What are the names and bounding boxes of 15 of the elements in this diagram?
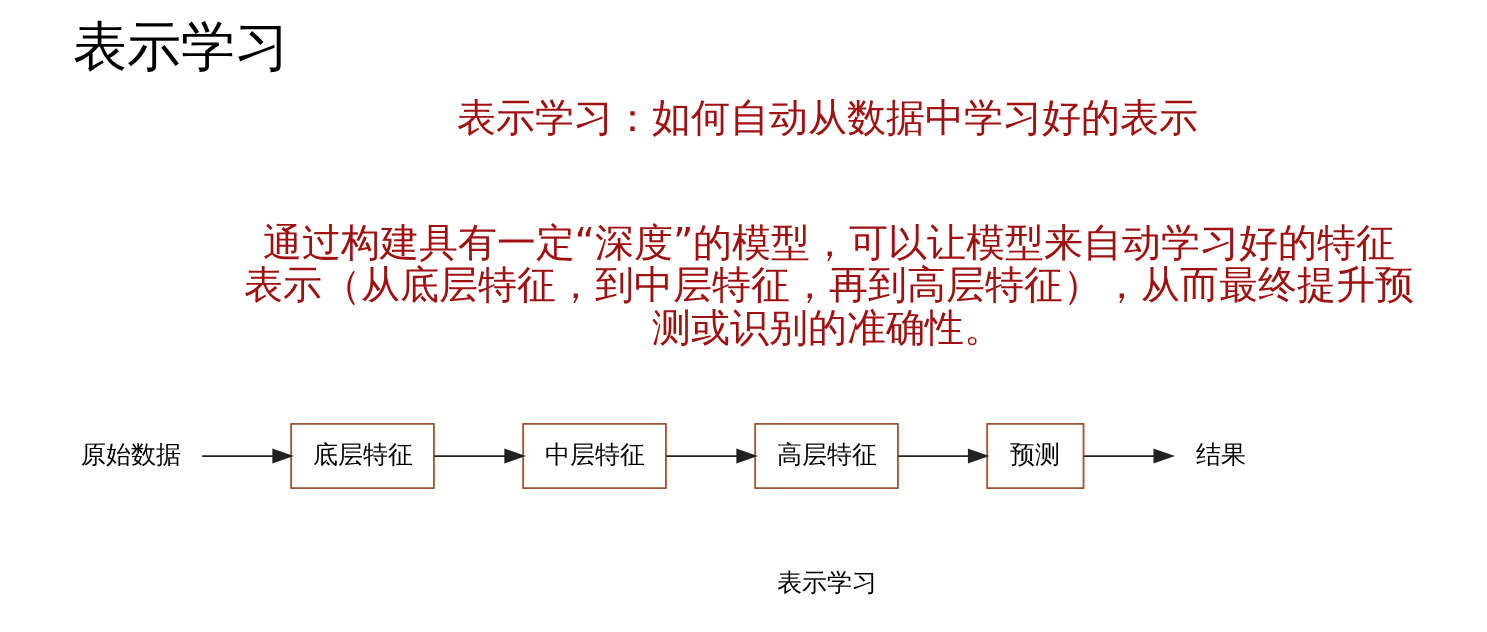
node-box: 高层特征: [753, 423, 899, 490]
label: 通过构建具有一定“深度”的模型，可以让模型来自动学习好的特征表示（从底层特征，到中层特征，再到高层特征），从而最终提升预测或识别的准确性。: [243, 219, 1414, 351]
node-text: 结果: [1195, 439, 1246, 469]
label: 表示学习: [776, 568, 877, 598]
arrow: [664, 448, 758, 464]
node-box: 底层特征: [289, 423, 435, 490]
arrow: [896, 448, 989, 464]
arrow: [432, 448, 526, 464]
diagram-title: 表示学习: [72, 15, 289, 79]
node-box: 中层特征: [521, 423, 667, 490]
label: 表示学习：如何自动从数据中学习好的表示: [456, 94, 1198, 140]
arrow: [1082, 448, 1175, 464]
arrow: [200, 448, 294, 464]
node-text: 原始数据: [80, 439, 181, 469]
node-box: 预测: [985, 423, 1084, 490]
